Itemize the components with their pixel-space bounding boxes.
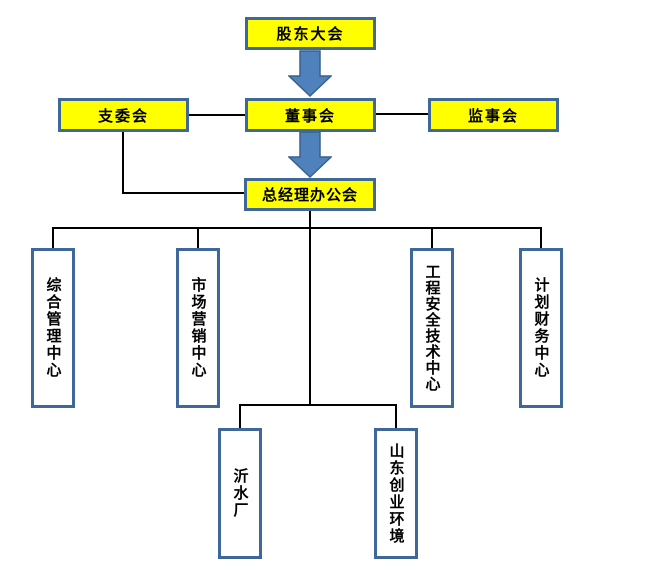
node-shandong-chuangye-environment: 山东创业环境: [374, 428, 418, 559]
node-board-of-directors: 董事会: [245, 98, 376, 132]
node-label: 计划财务中心: [532, 277, 550, 379]
connector-gm-trunk: [309, 210, 311, 406]
node-general-management-center: 综合管理中心: [31, 248, 75, 408]
node-planning-finance-center: 计划财务中心: [519, 248, 563, 408]
node-engineering-safety-tech-center: 工程安全技术中心: [410, 248, 454, 408]
down-arrow-shape: [288, 131, 332, 178]
node-branch-committee: 支委会: [58, 98, 189, 132]
connector-drop-yishui: [239, 404, 241, 428]
connector-drop-engineering: [431, 227, 433, 248]
down-arrow-icon: [288, 50, 332, 97]
connector-board-supervisory: [376, 113, 428, 115]
connector-drop-planning-finance: [540, 227, 542, 248]
node-label: 股东大会: [276, 26, 345, 43]
node-gm-office-meeting: 总经理办公会: [244, 178, 376, 211]
down-arrow-icon: [288, 131, 332, 178]
node-label: 支委会: [97, 107, 149, 125]
node-label: 市场营销中心: [189, 277, 207, 379]
node-marketing-center: 市场营销中心: [176, 248, 220, 408]
connector-subsidiaries-rail: [239, 404, 397, 406]
connector-drop-shandong: [395, 404, 397, 428]
node-label: 工程安全技术中心: [423, 264, 441, 392]
node-yishui-plant: 沂水厂: [218, 428, 262, 559]
node-shareholders-meeting: 股东大会: [245, 17, 376, 50]
connector-board-branch: [189, 114, 245, 116]
connector-branch-gm-horizontal: [122, 192, 244, 194]
node-label: 董事会: [284, 107, 336, 125]
connector-departments-rail: [52, 227, 542, 229]
connector-drop-marketing: [197, 227, 199, 248]
node-label: 山东创业环境: [387, 442, 405, 545]
node-label: 总经理办公会: [261, 187, 358, 204]
node-label: 监事会: [467, 107, 519, 125]
connector-drop-general-management: [52, 227, 54, 248]
node-label: 沂水厂: [231, 468, 249, 519]
connector-branch-gm-vertical: [122, 132, 124, 194]
node-supervisory-board: 监事会: [428, 98, 559, 132]
down-arrow-shape: [288, 50, 332, 97]
node-label: 综合管理中心: [44, 277, 62, 379]
